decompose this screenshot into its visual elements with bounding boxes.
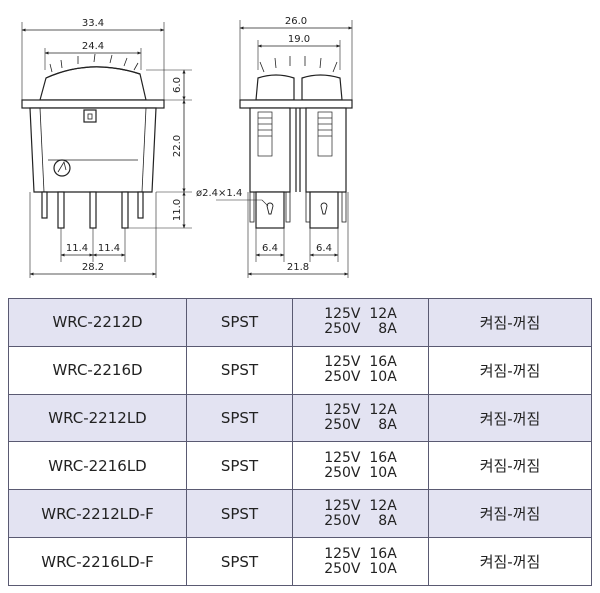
type-cell: SPST xyxy=(186,441,293,491)
dim-pin-length: 11.0 xyxy=(172,199,183,221)
model-cell: WRC-2216D xyxy=(8,345,187,395)
rating-line: 125V 12A xyxy=(324,402,397,419)
dim-rocker-width: 24.4 xyxy=(82,41,104,52)
function-cell: 켜짐-꺼짐 xyxy=(428,298,592,347)
front-view xyxy=(21,22,192,278)
type-cell: SPST xyxy=(186,393,293,443)
dim-side-top-width: 19.0 xyxy=(288,34,310,45)
rating-line: 250V 10A xyxy=(324,369,397,386)
side-view xyxy=(216,20,353,278)
dim-side-width: 26.0 xyxy=(285,16,307,27)
dim-body-height: 22.0 xyxy=(172,135,183,157)
function-cell: 켜짐-꺼짐 xyxy=(428,489,592,539)
model-cell: WRC-2212D xyxy=(8,298,187,347)
rating-line: 125V 12A xyxy=(324,497,397,514)
function-cell: 켜짐-꺼짐 xyxy=(428,537,592,586)
function-cell: 켜짐-꺼짐 xyxy=(428,345,592,395)
rating-line: 250V 10A xyxy=(324,560,397,577)
side-dimension-labels: 26.0 19.0 ø2.4×1.4 6.4 6.4 21.8 xyxy=(196,16,332,273)
model-cell: WRC-2212LD xyxy=(8,393,187,443)
dim-terminal-hole: ø2.4×1.4 xyxy=(196,188,242,199)
dim-body-width: 28.2 xyxy=(82,262,104,273)
model-cell: WRC-2212LD-F xyxy=(8,489,187,539)
dim-bezel-height: 6.0 xyxy=(172,77,183,93)
type-cell: SPST xyxy=(186,489,293,539)
dimension-drawing: 33.4 24.4 6.0 22.0 11.0 11.4 11.4 28.2 xyxy=(21,16,353,278)
rating-line: 125V 16A xyxy=(324,545,397,562)
rating-line: 125V 12A xyxy=(324,306,397,323)
rating-line: 250V 8A xyxy=(324,417,397,434)
rating-line: 250V 8A xyxy=(324,321,397,338)
function-cell: 켜짐-꺼짐 xyxy=(428,441,592,491)
dim-terminal-right: 6.4 xyxy=(316,243,332,254)
dim-pin-pitch-left: 11.4 xyxy=(66,243,88,254)
dim-pin-pitch-right: 11.4 xyxy=(98,243,120,254)
type-cell: SPST xyxy=(186,298,293,347)
dim-side-body-width: 21.8 xyxy=(287,262,309,273)
dim-terminal-left: 6.4 xyxy=(262,243,278,254)
front-dimension-labels: 33.4 24.4 6.0 22.0 11.0 11.4 11.4 28.2 xyxy=(66,18,183,273)
type-cell: SPST xyxy=(186,345,293,395)
type-cell: SPST xyxy=(186,537,293,586)
rating-line: 250V 10A xyxy=(324,464,397,481)
dim-front-width: 33.4 xyxy=(82,18,104,29)
model-cell: WRC-2216LD-F xyxy=(8,537,187,586)
model-cell: WRC-2216LD xyxy=(8,441,187,491)
rating-line: 250V 8A xyxy=(324,512,397,529)
rating-line: 125V 16A xyxy=(324,354,397,371)
function-cell: 켜짐-꺼짐 xyxy=(428,393,592,443)
rating-line: 125V 16A xyxy=(324,449,397,466)
